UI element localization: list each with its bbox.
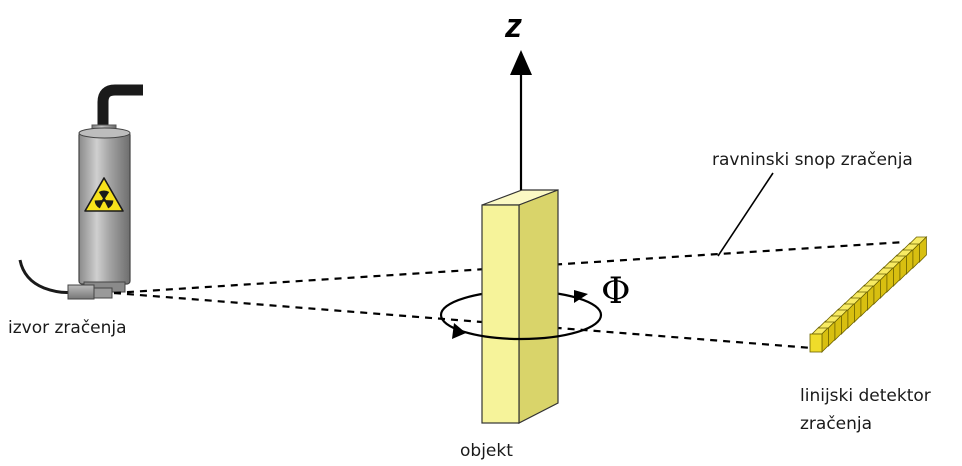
source-plug-cap (93, 287, 113, 299)
radiation-hazard-icon (84, 177, 124, 212)
object-prism (481, 189, 559, 424)
detector-label-line2: zračenja (800, 414, 873, 434)
line-detector (809, 236, 928, 353)
detector-end-cap (809, 333, 823, 353)
rotation-arrowhead-left (452, 323, 466, 339)
rotation-arrow-front (439, 314, 603, 341)
beam-label: ravninski snop zračenja (712, 150, 913, 170)
detector-label-line1: linijski detektor (800, 386, 931, 406)
rotation-arrowhead-right (574, 290, 588, 303)
z-axis-arrow-icon (510, 50, 532, 190)
source-label: izvor zračenja (8, 318, 127, 338)
object-side-face (518, 189, 559, 424)
object-label: objekt (460, 441, 513, 461)
source-cylinder-top (78, 127, 131, 139)
object-front-face (481, 204, 520, 424)
beam-label-leader (717, 172, 774, 257)
z-axis-label: z (505, 7, 522, 45)
rotation-arrow-icon (439, 290, 603, 341)
radiation-source (18, 84, 143, 300)
beam-lower-edge (113, 291, 813, 350)
detector-element-side (919, 236, 927, 263)
source-cable-top (97, 84, 143, 130)
source-cable-bottom (18, 259, 75, 294)
source-plug (67, 284, 95, 300)
rotation-angle-label: Φ (601, 271, 631, 312)
